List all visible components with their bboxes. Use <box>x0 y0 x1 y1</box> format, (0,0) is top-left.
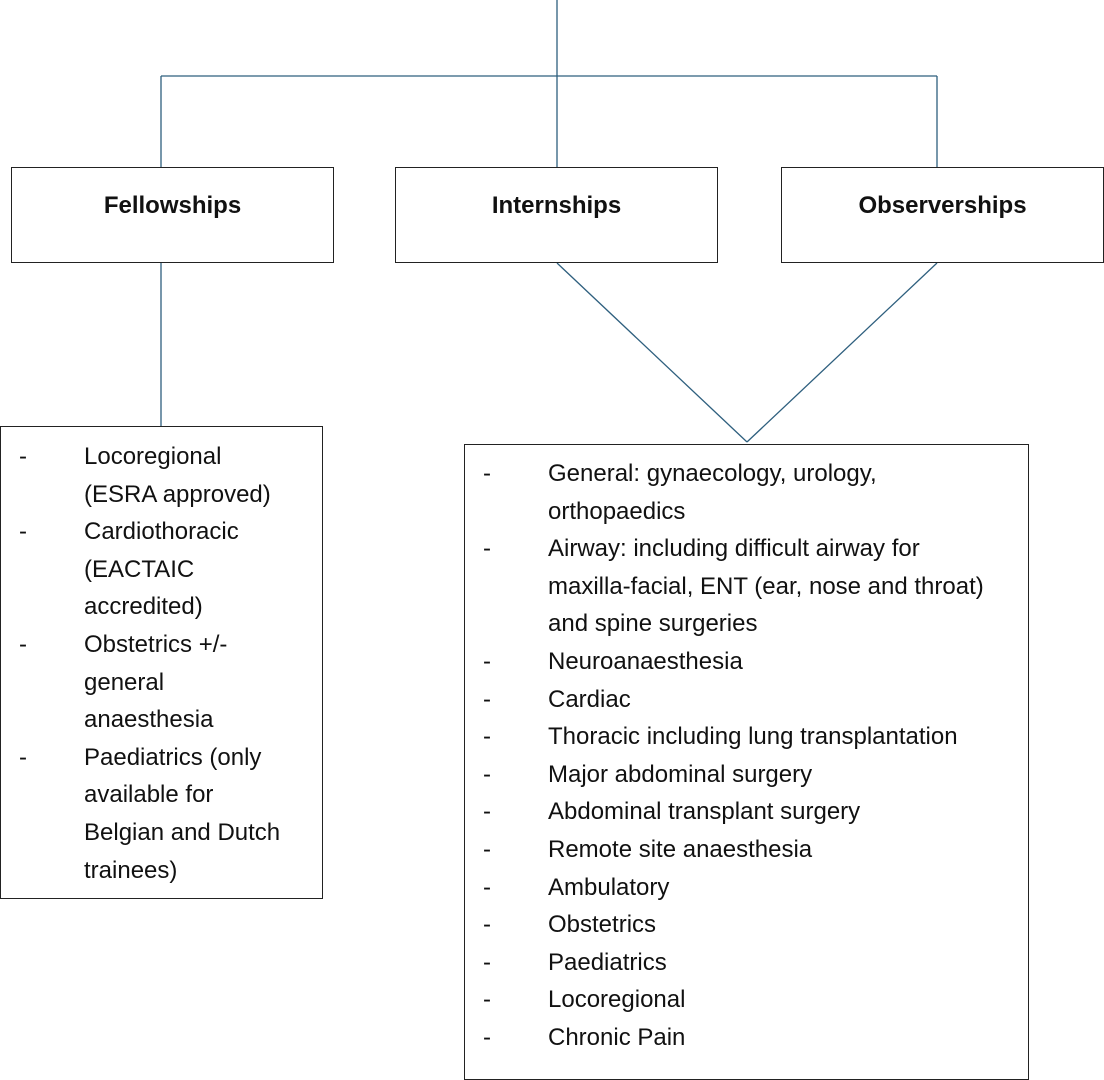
fellowships-label: Fellowships <box>103 192 242 219</box>
bullet-dash: - <box>483 835 491 863</box>
internships-label: Internships <box>491 192 622 219</box>
list-item: - Ambulatory <box>465 869 1008 907</box>
bullet-dash: - <box>483 647 491 675</box>
list-item: - Cardiothoracic (EACTAIC accredited) <box>1 513 294 626</box>
list-item: - Obstetrics <box>465 906 1008 944</box>
fellowship-topics-box: - Locoregional (ESRA approved) - Cardiotho… <box>0 426 323 899</box>
list-item: - Abdominal transplant surgery <box>465 793 1008 831</box>
list-item: - Locoregional <box>465 981 1008 1019</box>
list-item-text: Abdominal transplant surgery <box>548 798 861 826</box>
list-item-text: Remote site anaesthesia <box>548 835 813 863</box>
list-item: - Chronic Pain <box>465 1019 1008 1057</box>
fellowships-box: Fellowships <box>11 167 334 263</box>
bullet-dash: - <box>19 443 27 470</box>
list-item: - Neuroanaesthesia <box>465 643 1008 681</box>
list-item-text: Locoregional <box>548 986 686 1014</box>
list-item: - Paediatrics (only available for Belgian… <box>1 739 294 889</box>
observerships-label: Observerships <box>858 192 1027 219</box>
list-item: - Remote site anaesthesia <box>465 831 1008 869</box>
list-item-text: General: gynaecology, urology, orthopaed… <box>548 460 877 525</box>
list-item-text: Neuroanaesthesia <box>548 647 743 675</box>
fellowship-topics-list: - Locoregional (ESRA approved) - Cardiotho… <box>1 438 322 889</box>
list-item-text: Locoregional (ESRA approved) <box>84 443 271 508</box>
bullet-dash: - <box>19 743 27 771</box>
bullet-dash: - <box>483 873 491 901</box>
bullet-dash: - <box>19 518 27 546</box>
internship-observership-topics-list: - General: gynaecology, urology, orthopae… <box>465 455 1028 1057</box>
bullet-dash: - <box>483 986 491 1014</box>
bullet-dash: - <box>483 460 491 487</box>
bullet-dash: - <box>19 630 27 658</box>
list-item-text: Airway: including difficult airway for m… <box>548 535 984 638</box>
bullet-dash: - <box>483 685 491 713</box>
bullet-dash: - <box>483 798 491 826</box>
list-item-text: Thoracic including lung transplantation <box>548 723 958 751</box>
bullet-dash: - <box>483 723 491 751</box>
list-item-text: Paediatrics <box>548 948 667 976</box>
list-item: - Paediatrics <box>465 944 1008 982</box>
bullet-dash: - <box>483 1023 491 1051</box>
observerships-box: Observerships <box>781 167 1104 263</box>
list-item-text: Major abdominal surgery <box>548 760 813 788</box>
internships-box: Internships <box>395 167 718 263</box>
list-item: - General: gynaecology, urology, orthopae… <box>465 455 1008 530</box>
list-item: - Obstetrics +/- general anaesthesia <box>1 626 294 739</box>
list-item-text: Paediatrics (only available for Belgian … <box>84 743 281 884</box>
internship-observership-topics-box: - General: gynaecology, urology, orthopae… <box>464 444 1029 1080</box>
connector-internships-to-list <box>556 262 748 443</box>
list-item-text: Cardiothoracic (EACTAIC accredited) <box>84 518 239 621</box>
list-item-text: Ambulatory <box>548 873 670 901</box>
list-item: - Locoregional (ESRA approved) <box>1 438 294 513</box>
bullet-dash: - <box>483 948 491 976</box>
list-item-text: Cardiac <box>548 685 631 713</box>
bullet-dash: - <box>483 911 491 939</box>
list-item: - Major abdominal surgery <box>465 756 1008 794</box>
bullet-dash: - <box>483 760 491 788</box>
list-item: - Thoracic including lung transplantation <box>465 718 1008 756</box>
list-item-text: Obstetrics +/- general anaesthesia <box>84 630 228 734</box>
bullet-dash: - <box>483 535 491 563</box>
list-item: - Airway: including difficult airway for … <box>465 530 1008 643</box>
list-item: - Cardiac <box>465 681 1008 719</box>
list-item-text: Obstetrics <box>548 911 657 939</box>
connector-observerships-to-list <box>746 262 938 443</box>
list-item-text: Chronic Pain <box>548 1023 686 1051</box>
